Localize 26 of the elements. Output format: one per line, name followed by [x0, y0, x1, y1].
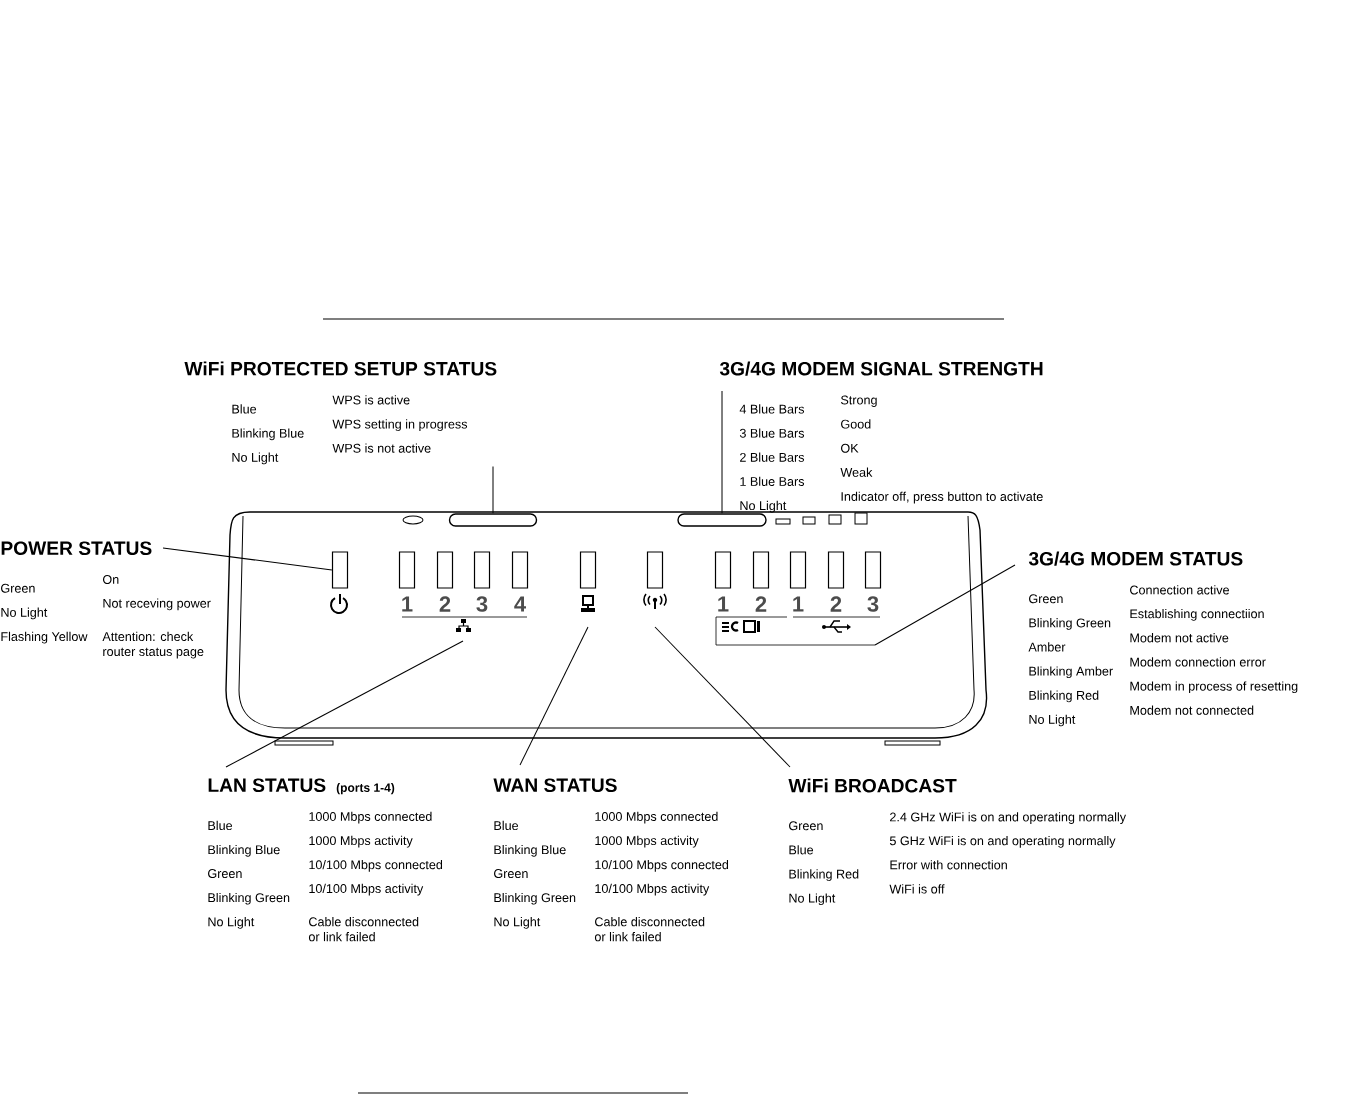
leader-line	[162, 547, 333, 571]
status-table: WiFi BROADCAST Green 2.4 GHz WiFi is on and operating normally Blue 5 GHz WiFi is on and operating normally Blinking Red Error with connection No Light WiFi is off	[788, 778, 1127, 906]
status-table: WiFi PROTECTED SETUP STATUS Blue WPS is active Blinking Blue WPS setting in progress No Light WPS is not active	[184, 361, 497, 465]
port-number: 4	[514, 596, 526, 612]
button	[448, 513, 538, 527]
port-number: 3	[867, 596, 879, 612]
leader-line	[519, 626, 589, 766]
port-number: 2	[755, 596, 767, 612]
leader-line	[654, 626, 791, 768]
port-number: 1	[402, 596, 413, 612]
status-table: 3G/4G MODEM SIGNAL STRENGTH 4 Blue Bars Strong 3 Blue Bars Good 2 Blue Bars OK 1 Blue Bars Weak No Light Indicator off, press button to activate	[719, 361, 1043, 513]
port-number: 1	[793, 596, 804, 612]
status-table: 3G/4G MODEM STATUS Green Connection active Blinking Green Establishing connectiion Amber Modem not active Blinking Amber Modem connection error Blinking Red Modem in process of resetting No Light Modem not connected	[1028, 551, 1298, 727]
port-number: 1	[718, 596, 729, 612]
port-number: 3	[476, 596, 488, 612]
port-number: 2	[439, 596, 451, 612]
status-table: POWER STATUS Green On No Light Not receving power Flashing Yellow Attention: check router status page	[1, 541, 211, 659]
leader-line	[721, 390, 723, 514]
leader-line	[874, 564, 1016, 646]
leader-line	[225, 640, 464, 768]
status-table: WAN STATUS Blue 1000 Mbps connected Blinking Blue 1000 Mbps activity Green 10/100 Mbps connected Blinking Green 10/100 Mbps activity No Light Cable disconnected or link failed	[493, 778, 729, 942]
status-table: LAN STATUS (ports 1-4) Blue 1000 Mbps connected Blinking Blue 1000 Mbps activity Green 10/100 Mbps connected Blinking Green 10/100 Mbps activity No Light Cable disconnected or link failed	[208, 778, 443, 942]
leader-line	[492, 466, 494, 514]
button	[677, 513, 767, 527]
port-number: 2	[830, 596, 842, 612]
indicator-light	[331, 551, 349, 589]
